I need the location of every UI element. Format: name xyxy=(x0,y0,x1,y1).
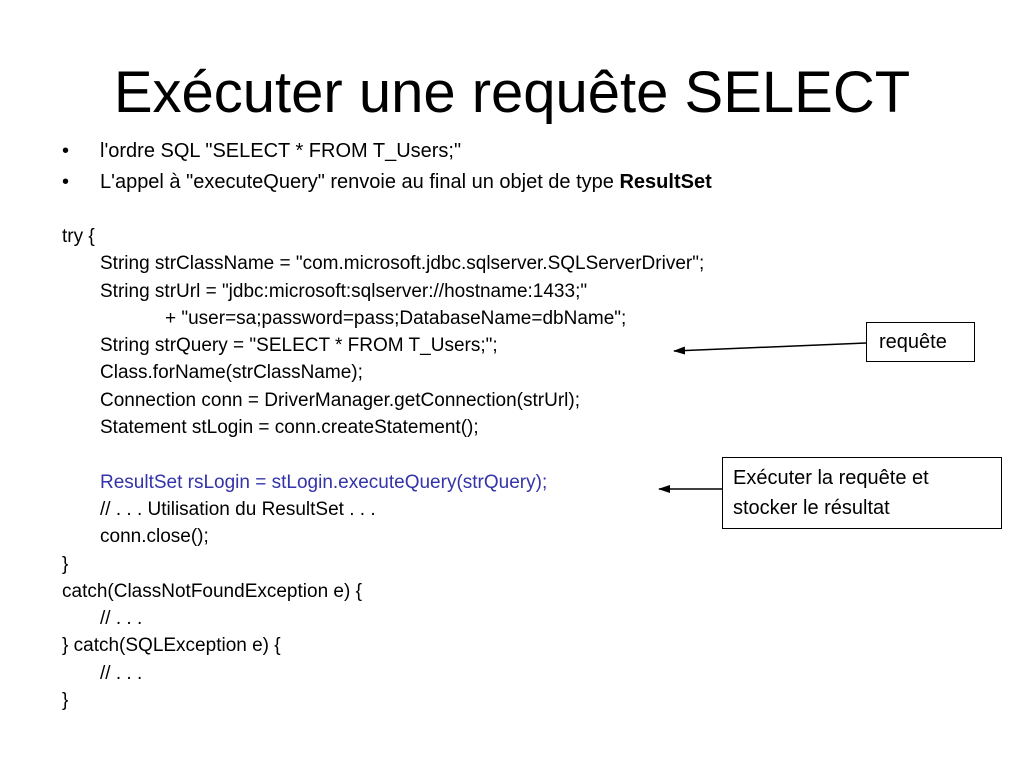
code-line: // . . . Utilisation du ResultSet . . . xyxy=(100,498,376,520)
code-line: } catch(SQLException e) { xyxy=(62,635,281,657)
bullet-text: l'ordre SQL "SELECT * FROM T_Users;" xyxy=(100,140,462,162)
code-line-execute-query: ResultSet rsLogin = stLogin.executeQuery… xyxy=(100,471,548,493)
code-line: try { xyxy=(62,226,95,247)
code-block: try { String strClassName = "com.microso… xyxy=(62,223,704,714)
callout-requete: requête xyxy=(866,322,975,362)
code-line: // . . . xyxy=(100,662,143,684)
code-line: catch(ClassNotFoundException e) { xyxy=(62,580,362,602)
callout-requete-text: requête xyxy=(879,331,947,353)
callout-executer-line: Exécuter la requête et xyxy=(733,467,929,489)
code-line: String strUrl = "jdbc:microsoft:sqlserve… xyxy=(100,280,588,302)
bullet-text: L'appel à "executeQuery" renvoie au fina… xyxy=(100,171,620,193)
code-line: conn.close(); xyxy=(100,526,209,548)
callout-executer-line: stocker le résultat xyxy=(733,497,890,519)
bullet-item: l'ordre SQL "SELECT * FROM T_Users;" xyxy=(62,136,712,167)
code-line: // . . . xyxy=(100,608,143,630)
code-line: + "user=sa;password=pass;DatabaseName=db… xyxy=(165,307,627,329)
code-line: Statement stLogin = conn.createStatement… xyxy=(100,417,479,439)
code-line-blank xyxy=(62,441,704,468)
bullet-item: L'appel à "executeQuery" renvoie au fina… xyxy=(62,167,712,198)
code-line: Class.forName(strClassName); xyxy=(100,362,363,384)
bullet-list: l'ordre SQL "SELECT * FROM T_Users;" L'a… xyxy=(62,136,712,198)
code-line: } xyxy=(62,690,69,712)
slide-title: Exécuter une requête SELECT xyxy=(113,60,911,125)
code-line: Connection conn = DriverManager.getConne… xyxy=(100,389,580,411)
code-line: } xyxy=(62,553,69,575)
callout-executer: Exécuter la requête et stocker le résult… xyxy=(722,457,1002,529)
bullet-bold-term: ResultSet xyxy=(619,171,712,193)
code-line-query: String strQuery = "SELECT * FROM T_Users… xyxy=(100,335,498,357)
code-line: String strClassName = "com.microsoft.jdb… xyxy=(100,253,705,275)
